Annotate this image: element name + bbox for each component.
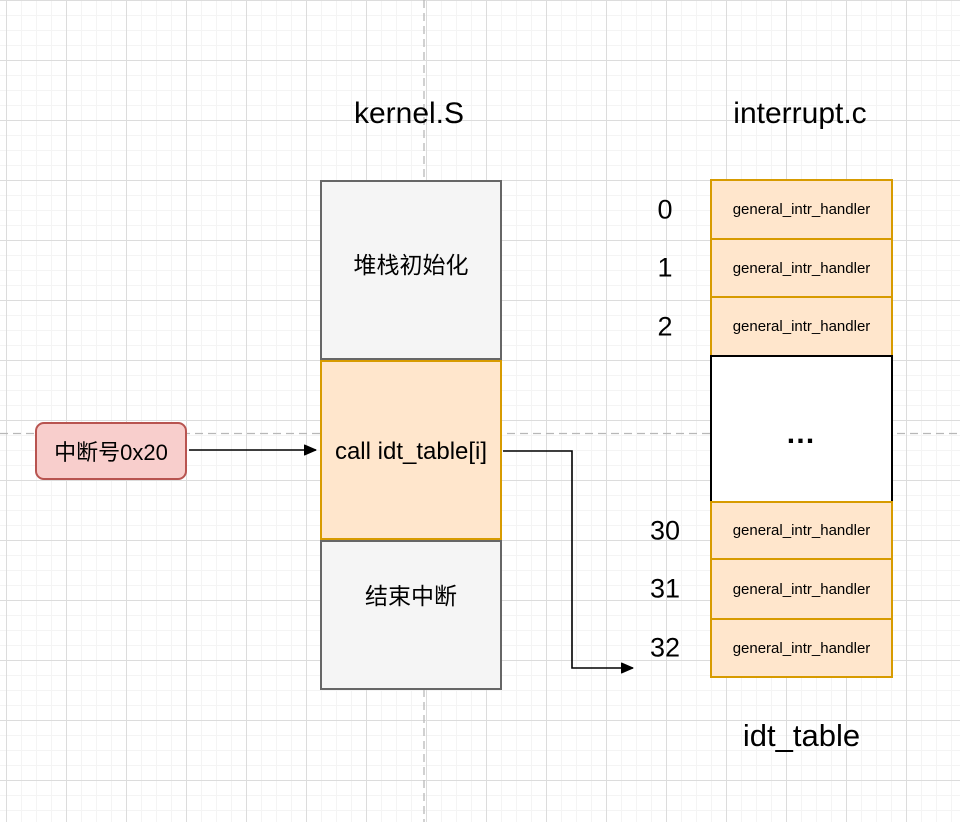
idt-cell-label: general_intr_handler [732, 259, 871, 277]
idt-row-32[interactable]: 32 general_intr_handler [650, 618, 893, 678]
idt-index-label: 0 [657, 194, 673, 224]
idt-row-1[interactable]: 1 general_intr_handler [657, 238, 893, 298]
idt-cell-label: general_intr_handler [732, 201, 871, 218]
kernel-block-end-interrupt[interactable]: 结束中断 [320, 540, 502, 690]
idt-row-0[interactable]: 0 general_intr_handler [657, 179, 893, 240]
kernel-block-stack-init-label: 堆栈初始化 [353, 252, 469, 278]
idt-cell-label: general_intr_handler [732, 318, 871, 335]
idt-row-30[interactable]: 30 general_intr_handler [650, 501, 893, 560]
kernel-block-stack-init[interactable]: 堆栈初始化 [320, 180, 502, 360]
idt-ellipsis-label: … [785, 417, 818, 450]
kernel-block-call-idt-label: call idt_table[i] [334, 438, 488, 465]
idt-index-label: 31 [649, 573, 681, 604]
idt-table-caption: idt_table [742, 718, 861, 753]
kernel-block-call-idt[interactable]: call idt_table[i] [320, 360, 502, 540]
idt-index-label: 30 [649, 515, 681, 545]
idt-index-label: 1 [657, 252, 673, 283]
idt-table: 0 general_intr_handler 1 general_intr_ha… [650, 179, 893, 678]
idt-index-label: 2 [657, 311, 673, 341]
idt-cell-label: general_intr_handler [732, 639, 871, 657]
idt-index-label: 32 [649, 632, 681, 663]
kernel-block-end-interrupt-label: 结束中断 [365, 583, 457, 609]
interrupt-number-label: 中断号0x20 [54, 440, 168, 465]
kernel-file-title: kernel.S [353, 97, 465, 130]
interrupt-file-title: interrupt.c [733, 97, 867, 130]
idt-row-31[interactable]: 31 general_intr_handler [650, 558, 893, 620]
idt-row-2[interactable]: 2 general_intr_handler [657, 296, 893, 357]
idt-row-ellipsis[interactable]: … [710, 355, 893, 503]
idt-cell-label: general_intr_handler [732, 522, 871, 539]
idt-cell-label: general_intr_handler [732, 580, 871, 598]
interrupt-number-badge[interactable]: 中断号0x20 [35, 422, 187, 480]
